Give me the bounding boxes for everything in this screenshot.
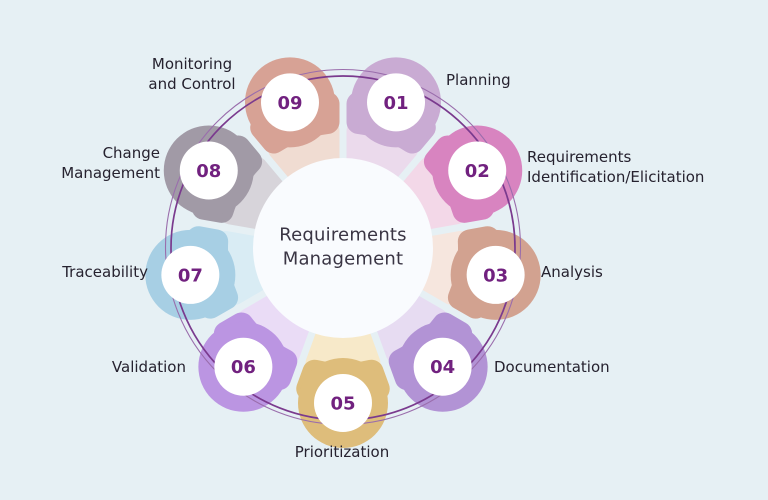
label-line: Planning [446, 70, 511, 89]
label-line: Change [102, 143, 160, 162]
segment-label-01: Planning [446, 70, 511, 90]
segment-label-05: Prioritization [295, 442, 389, 462]
badge-circle [448, 141, 507, 200]
badge-circle [260, 73, 319, 132]
label-line: Monitoring [151, 54, 233, 73]
segment-label-03: Analysis [541, 262, 603, 282]
badge-circle [367, 73, 426, 132]
label-line: Management [61, 164, 160, 182]
segment-badge-02: 02 [448, 141, 507, 200]
badge-number: 03 [483, 265, 508, 286]
badge-circle [161, 245, 220, 304]
segment-badge-04: 04 [413, 337, 472, 396]
badge-number: 04 [430, 357, 455, 378]
label-line: Identification/Elicitation [527, 168, 705, 186]
label-line: and Control [148, 75, 236, 93]
center-title-line: Management [282, 249, 404, 270]
segment-badge-03: 03 [466, 245, 525, 304]
badge-number: 02 [465, 161, 490, 182]
segment-label-09: Monitoring and Control [148, 54, 235, 94]
badge-circle [214, 337, 273, 396]
diagram-center-title: Requirements Management [279, 224, 407, 273]
segment-badge-01: 01 [367, 73, 426, 132]
label-line: Traceability [62, 262, 148, 281]
badge-number: 09 [277, 93, 302, 114]
label-line: Requirements [527, 147, 632, 166]
segment-badge-08: 08 [179, 141, 238, 200]
label-line: Documentation [494, 357, 610, 376]
label-line: Prioritization [294, 442, 390, 461]
segment-label-07: Traceability [62, 262, 148, 282]
badge-number: 01 [383, 93, 408, 114]
label-line: Analysis [541, 262, 603, 281]
badge-circle [179, 141, 238, 200]
segment-badge-05: 05 [314, 374, 372, 432]
center-circle [253, 158, 433, 338]
label-line: Validation [111, 357, 186, 376]
badge-circle [314, 374, 372, 432]
badge-number: 06 [231, 357, 256, 378]
badge-number: 08 [196, 161, 221, 182]
badge-number: 05 [330, 393, 355, 414]
segment-badge-09: 09 [260, 73, 319, 132]
badge-circle [466, 245, 525, 304]
segment-badge-06: 06 [214, 337, 273, 396]
segment-label-06: Validation [112, 357, 186, 377]
badge-circle [413, 337, 472, 396]
segment-label-04: Documentation [494, 357, 610, 377]
segment-badge-07: 07 [161, 245, 220, 304]
badge-number: 07 [178, 265, 203, 286]
center-title-line: Requirements [279, 224, 407, 246]
